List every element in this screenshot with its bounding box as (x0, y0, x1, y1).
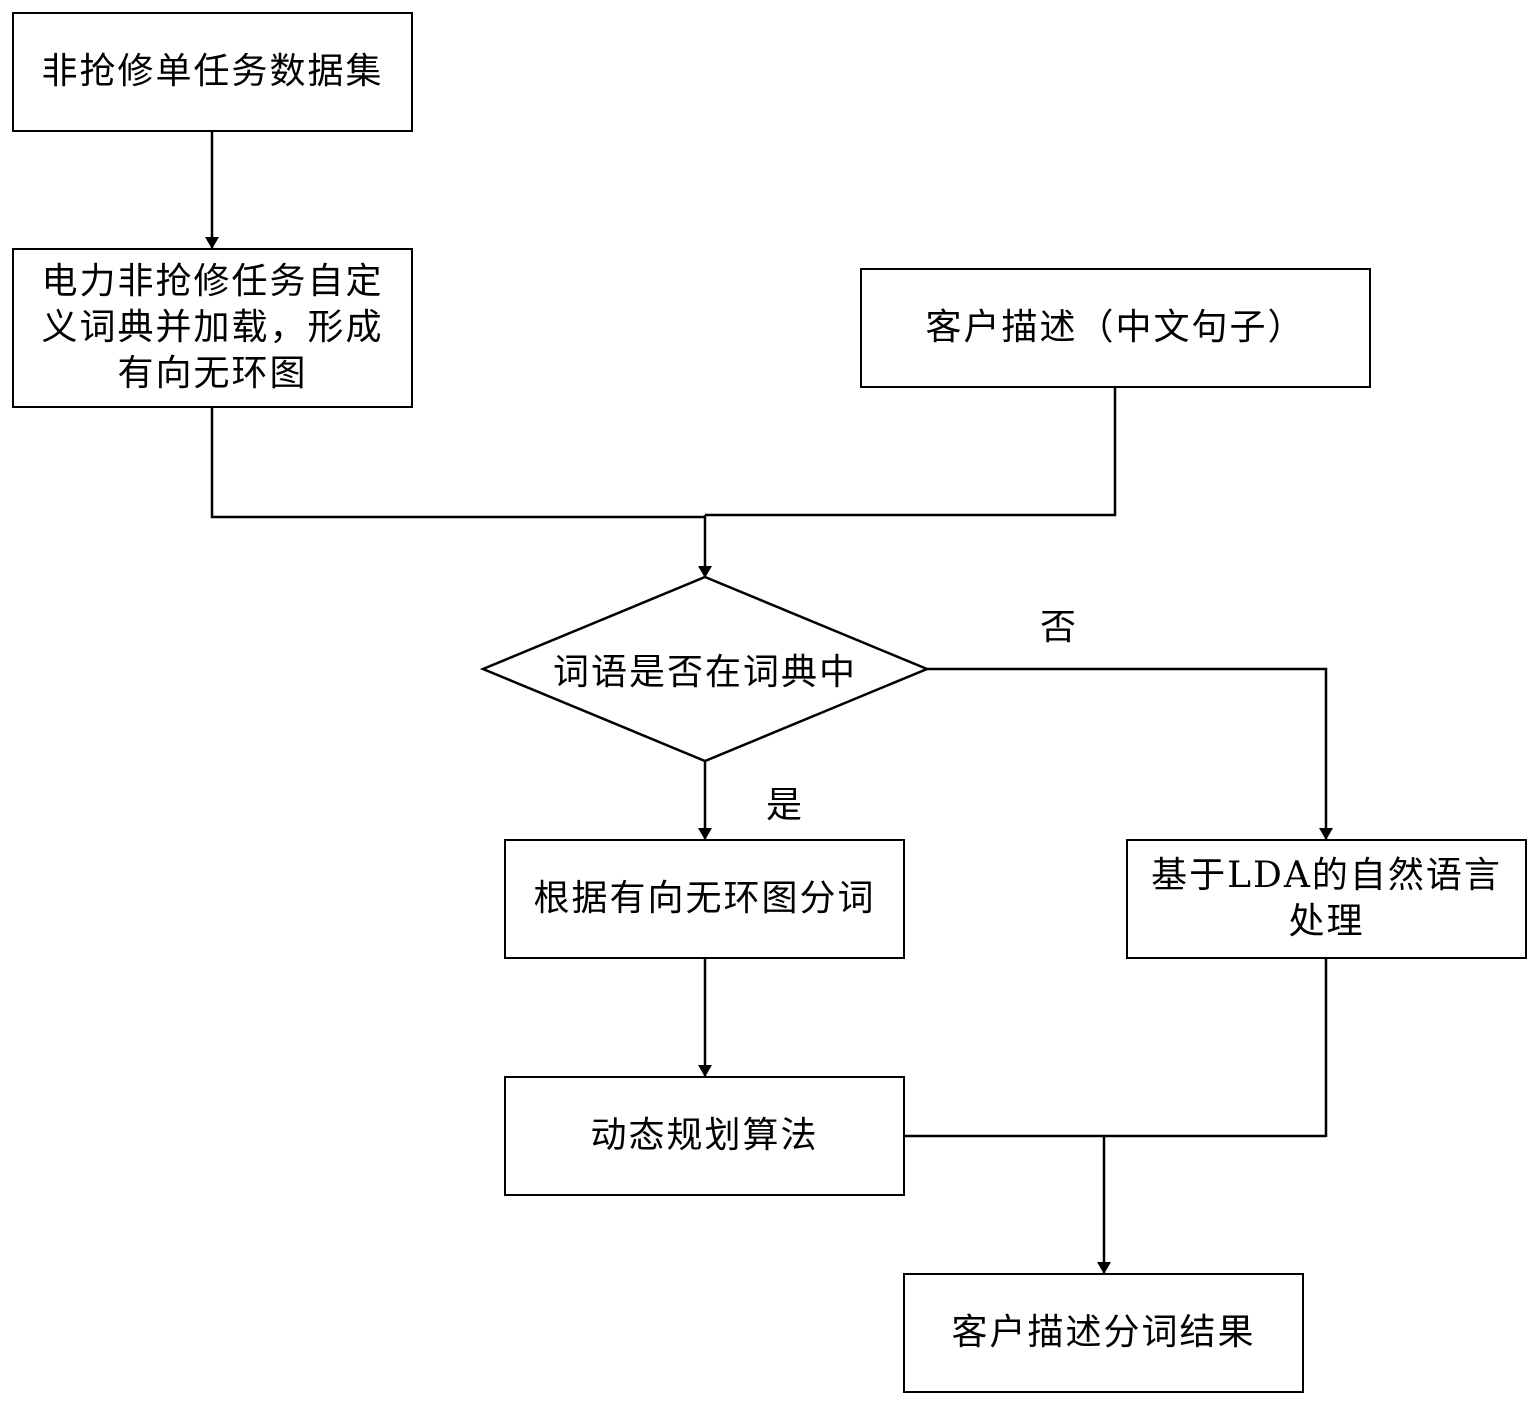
dynamic-programming-box: 动态规划算法 (504, 1076, 905, 1196)
connector-dictionary-to-merge (210, 407, 705, 519)
dataset-box: 非抢修单任务数据集 (12, 12, 413, 132)
dictionary-label: 电力非抢修任务自定义词典并加载，形成有向无环图 (41, 261, 384, 394)
edge-label-no: 否 (1040, 607, 1077, 648)
lda-nlp-label: 基于LDA的自然语言处理 (1151, 855, 1502, 942)
lda-nlp-box: 基于LDA的自然语言处理 (1126, 839, 1527, 959)
dynamic-programming-label: 动态规划算法 (590, 1115, 819, 1156)
dag-segmentation-label: 根据有向无环图分词 (533, 878, 876, 919)
customer-description-box: 客户描述（中文句子） (860, 268, 1371, 388)
dag-segmentation-box: 根据有向无环图分词 (504, 839, 905, 959)
customer-description-label: 客户描述（中文句子） (925, 307, 1306, 348)
dataset-label: 非抢修单任务数据集 (41, 51, 384, 92)
dictionary-box: 电力非抢修任务自定义词典并加载，形成有向无环图 (12, 248, 413, 408)
edge-label-yes: 是 (766, 785, 803, 826)
result-box: 客户描述分词结果 (903, 1273, 1304, 1393)
decision-label: 词语是否在词典中 (552, 652, 857, 693)
arrow-decision-to-lda (927, 667, 1333, 840)
connector-description-to-merge (705, 387, 1117, 517)
result-label: 客户描述分词结果 (951, 1312, 1256, 1353)
